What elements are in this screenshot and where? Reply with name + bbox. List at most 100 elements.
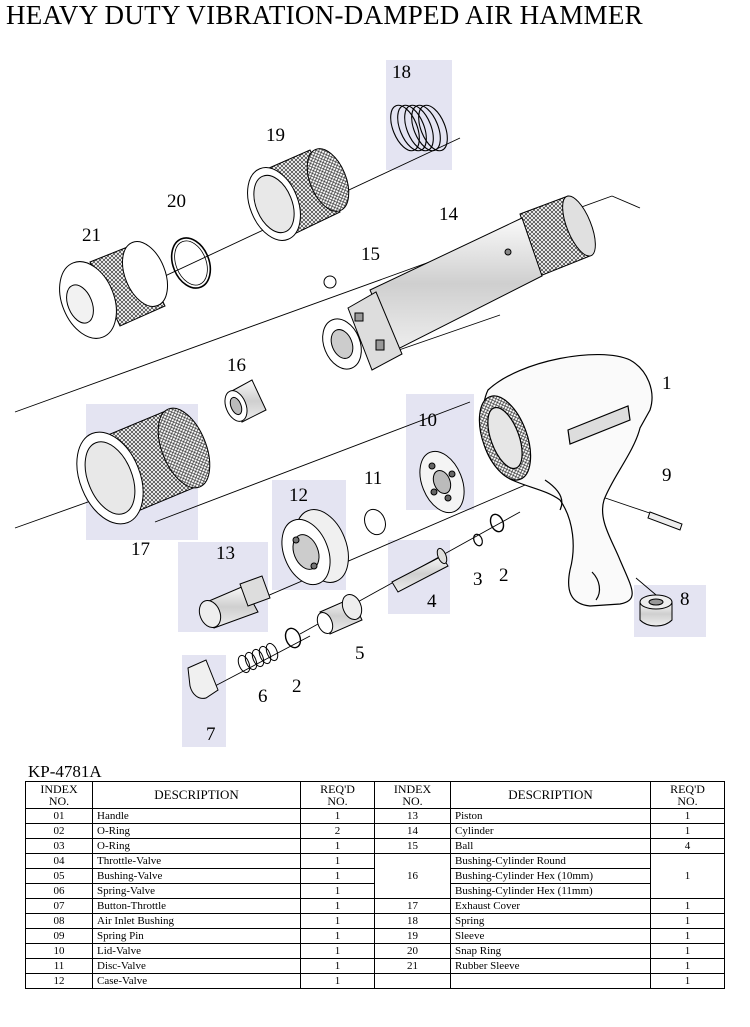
qty-cell: 1 <box>650 973 725 989</box>
part-14-cylinder <box>322 195 596 371</box>
qty-cell: 1 <box>650 823 725 839</box>
callout-3: 3 <box>473 569 483 590</box>
qty-cell: 1 <box>300 883 375 899</box>
qty-cell: 1 <box>650 943 725 959</box>
part-15-ball <box>323 275 337 289</box>
callout-21: 21 <box>82 225 101 246</box>
index-cell: 20 <box>374 943 451 959</box>
index-cell: 18 <box>374 913 451 929</box>
qty-cell: 1 <box>300 928 375 944</box>
callout-10: 10 <box>418 410 437 431</box>
callout-11: 11 <box>364 468 382 489</box>
callout-labels: 18 19 20 21 14 15 16 1 10 11 12 9 17 13 … <box>82 62 690 745</box>
callout-5: 5 <box>355 643 365 664</box>
callout-20: 20 <box>167 191 186 212</box>
table-row: 12 Case-Valve 1 1 <box>25 973 725 989</box>
part-13-piston <box>198 575 271 629</box>
index-cell: 04 <box>25 853 93 869</box>
qty-cell: 1 <box>650 958 725 974</box>
index-cell: 14 <box>374 823 451 839</box>
table-row: 11 Disc-Valve 1 21 Rubber Sleeve 1 <box>25 958 725 974</box>
qty-cell: 4 <box>650 838 725 854</box>
part-1-handle <box>478 354 653 607</box>
part-5-bushing-valve <box>316 593 363 635</box>
header-description-right: DESCRIPTION <box>450 781 651 809</box>
callout-7: 7 <box>206 724 216 745</box>
description-cell: Throttle-Valve <box>92 853 301 869</box>
part-9-spring-pin <box>647 511 683 531</box>
description-cell: Spring <box>450 913 651 929</box>
table-row: 10 Lid-Valve 1 20 Snap Ring 1 <box>25 943 725 959</box>
index-cell: 10 <box>25 943 93 959</box>
callout-14: 14 <box>439 204 459 225</box>
description-cell: Lid-Valve <box>92 943 301 959</box>
callout-6: 6 <box>258 686 268 707</box>
description-cell: Sleeve <box>450 928 651 944</box>
table-row: 07 Button-Throttle 1 17 Exhaust Cover 1 <box>25 898 725 914</box>
description-cell: Ball <box>450 838 651 854</box>
callout-2-upper: 2 <box>499 565 509 586</box>
qty-cell: 1 <box>650 808 725 824</box>
qty-cell: 2 <box>300 823 375 839</box>
qty-cell: 1 <box>300 898 375 914</box>
part-16-bushing <box>224 379 267 423</box>
description-cell: O-Ring <box>92 823 301 839</box>
index-cell: 17 <box>374 898 451 914</box>
index-cell: 09 <box>25 928 93 944</box>
callout-4: 4 <box>427 591 437 612</box>
callout-12: 12 <box>289 485 308 506</box>
description-cell: Exhaust Cover <box>450 898 651 914</box>
index-cell: 03 <box>25 838 93 854</box>
qty-cell: 1 <box>300 868 375 884</box>
index-cell: 08 <box>25 913 93 929</box>
index-cell: 15 <box>374 838 451 854</box>
table-row: 03 O-Ring 1 15 Ball 4 <box>25 838 725 854</box>
index-cell: 11 <box>25 958 93 974</box>
index-cell: 12 <box>25 973 93 989</box>
qty-cell: 1 <box>300 943 375 959</box>
callout-19: 19 <box>266 125 285 146</box>
table-row: 02 O-Ring 2 14 Cylinder 1 <box>25 823 725 839</box>
part-12-case-valve <box>281 509 349 586</box>
part-17-exhaust-cover <box>76 407 211 525</box>
index-cell: 05 <box>25 868 93 884</box>
callout-18: 18 <box>392 62 411 83</box>
part-19-sleeve <box>247 148 350 241</box>
description-cell: Button-Throttle <box>92 898 301 914</box>
description-cell: Bushing-Cylinder Hex (11mm) <box>450 883 651 899</box>
description-cell: Snap Ring <box>450 943 651 959</box>
exploded-diagram: 18 19 20 21 14 15 16 1 10 11 12 9 17 13 … <box>14 60 706 747</box>
index-cell: 07 <box>25 898 93 914</box>
part-6-spring-valve <box>237 642 279 674</box>
description-cell: O-Ring <box>92 838 301 854</box>
index-cell: 13 <box>374 808 451 824</box>
page-title: HEAVY DUTY VIBRATION-DAMPED AIR HAMMER <box>6 0 643 30</box>
qty-cell: 1 <box>650 853 725 899</box>
description-cell: Rubber Sleeve <box>450 958 651 974</box>
callout-17: 17 <box>131 539 150 560</box>
qty-cell: 1 <box>300 853 375 869</box>
qty-cell: 1 <box>300 838 375 854</box>
qty-cell: 1 <box>650 928 725 944</box>
part-7-button-throttle <box>187 659 219 699</box>
index-cell: 19 <box>374 928 451 944</box>
description-cell: Piston <box>450 808 651 824</box>
callout-2-lower: 2 <box>292 676 302 697</box>
description-cell: Handle <box>92 808 301 824</box>
description-cell: Cylinder <box>450 823 651 839</box>
index-cell <box>374 973 451 989</box>
qty-cell: 1 <box>300 808 375 824</box>
description-cell: Disc-Valve <box>92 958 301 974</box>
part-11-disc-valve <box>364 508 386 536</box>
callout-8: 8 <box>680 589 690 610</box>
description-cell: Case-Valve <box>92 973 301 989</box>
qty-cell: 1 <box>650 913 725 929</box>
description-cell: Bushing-Valve <box>92 868 301 884</box>
part-21-rubber-sleeve <box>59 241 168 339</box>
table-row: 08 Air Inlet Bushing 1 18 Spring 1 <box>25 913 725 929</box>
